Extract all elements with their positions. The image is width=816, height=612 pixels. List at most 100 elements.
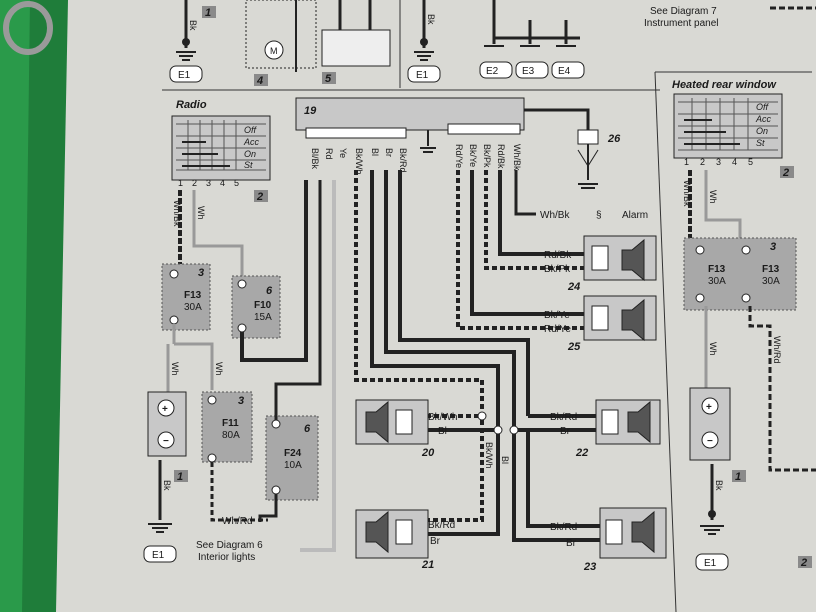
- wire-label: Wh/Rd: [222, 516, 253, 527]
- terminal-number: 3: [206, 178, 211, 188]
- wire-label: Bk: [188, 20, 198, 31]
- wire-label: Bk/Ye: [468, 144, 478, 167]
- switch-position: Acc: [243, 137, 260, 147]
- fuse-name: F13: [184, 290, 202, 301]
- component-ref: 2: [782, 167, 789, 179]
- wire-label: Rd/Bk: [496, 144, 506, 169]
- fuse-f11: 3 F11 80A: [201, 391, 253, 463]
- terminal-number: 5: [748, 157, 753, 167]
- wire-label: Bk/Wh: [484, 442, 494, 469]
- speaker-23: 23: [583, 507, 667, 573]
- wire-label: Wh: [214, 362, 224, 376]
- wire-label: Bk: [714, 480, 724, 491]
- component-ref: 3: [198, 267, 204, 279]
- wire-label: Br: [430, 536, 441, 547]
- earth-label: E2: [486, 66, 499, 77]
- component-ref: 3: [238, 395, 244, 407]
- wire-label: Wh: [170, 362, 180, 376]
- fuse-rating: 30A: [762, 276, 780, 287]
- radio-section: Radio Off Acc On St 1 2 3 4 5: [143, 97, 667, 573]
- fuse-f10: 6 F10 15A: [231, 275, 281, 339]
- svg-text:§: §: [596, 210, 602, 221]
- earth-label: E3: [522, 66, 535, 77]
- wire-label: Rd/Bk: [544, 250, 572, 261]
- ignition-switch: Off Acc On St 1 2 3 4 5 2: [171, 115, 271, 203]
- speaker-25: 25: [567, 295, 657, 353]
- wire-label: Br: [566, 538, 577, 549]
- section-title: Heated rear window: [672, 79, 777, 91]
- switch-position: St: [756, 138, 765, 148]
- earth-symbol: [700, 525, 724, 535]
- fuse-name: F10: [254, 300, 272, 311]
- fuse-name: F24: [284, 448, 302, 459]
- fuse-name: F13: [708, 264, 726, 275]
- wire-label: Wh: [196, 206, 206, 220]
- terminal-number: 5: [234, 178, 239, 188]
- terminal-number: 2: [700, 157, 705, 167]
- earth-label: E4: [558, 66, 571, 77]
- component-ref: 26: [607, 133, 621, 145]
- alarm-label: Alarm: [622, 210, 648, 221]
- ignition-switch: Off Acc On St 1 2 3 4 5 2: [673, 93, 794, 179]
- component-ref: 22: [575, 447, 588, 459]
- component-ref: 2: [256, 191, 263, 203]
- svg-text:−: −: [707, 436, 713, 447]
- wire-label: Br: [384, 148, 394, 157]
- component-ref: 6: [304, 423, 311, 435]
- wire-label: Wh/Bk: [172, 200, 182, 227]
- section-title: Radio: [176, 99, 207, 111]
- cross-reference: Instrument panel: [644, 18, 719, 29]
- earth-label: E1: [152, 550, 165, 561]
- wire-label: Rd/Ye: [454, 144, 464, 168]
- wire-label: Bk/Ye: [544, 310, 570, 321]
- earth-symbol: [176, 51, 196, 61]
- binder-ring: [3, 1, 53, 55]
- wire-label: Bk/Rd: [398, 148, 408, 173]
- wire-label: Wh/Rd: [772, 336, 782, 364]
- component-ref: 20: [421, 447, 435, 459]
- svg-text:+: +: [162, 404, 168, 415]
- switch-position: Off: [244, 125, 258, 135]
- component-ref: 21: [421, 559, 434, 571]
- earth-label: E1: [704, 558, 717, 569]
- wire-label: Bk/Rd: [550, 412, 577, 423]
- wire-label: Bk/Pk: [482, 144, 492, 168]
- earth-label: E1: [416, 70, 429, 81]
- component-ref: 1: [177, 471, 183, 483]
- switch-position: Off: [756, 102, 770, 112]
- fuse-rating: 15A: [254, 312, 272, 323]
- cross-reference: Interior lights: [198, 552, 255, 563]
- binder-edge: [22, 0, 70, 612]
- component-ref: 23: [583, 561, 596, 573]
- wire-label: Bl: [370, 148, 380, 156]
- speaker-24: 24: [567, 235, 657, 293]
- heated-rear-window-section: Heated rear window Off Acc On St 1 2 3 4…: [672, 79, 816, 571]
- fuse-name: F13: [762, 264, 780, 275]
- terminal-number: 4: [220, 178, 225, 188]
- wire-label: Wh: [708, 342, 718, 356]
- battery: + − 1: [147, 391, 188, 483]
- wire-label: Wh/Bk: [682, 180, 692, 207]
- wire-label: Bk/Wh: [354, 148, 364, 175]
- component-ref: 19: [304, 105, 317, 117]
- switch-position: On: [244, 149, 256, 159]
- wire-label: Bk: [426, 14, 436, 25]
- terminal-number: 1: [178, 178, 183, 188]
- speaker-20: 20: [355, 399, 435, 459]
- wire-label: Bk/Wh: [428, 412, 457, 423]
- wire-label: Wh: [708, 190, 718, 204]
- switch-position: Acc: [755, 114, 772, 124]
- wire-label: Bl/Bk: [310, 148, 320, 170]
- switch-position: St: [244, 160, 253, 170]
- terminal-number: 1: [684, 157, 689, 167]
- earth-label: E1: [178, 70, 191, 81]
- radio-unit: 19: [295, 97, 525, 139]
- wire-label: Wh/Bk: [540, 210, 570, 221]
- terminal-number: 4: [732, 157, 737, 167]
- component-ref: 24: [567, 281, 580, 293]
- fuse-rating: 80A: [222, 430, 240, 441]
- terminal-number: 3: [716, 157, 721, 167]
- fuse-f24: 6 F24 10A: [265, 415, 319, 501]
- component-ref: 5: [325, 73, 332, 85]
